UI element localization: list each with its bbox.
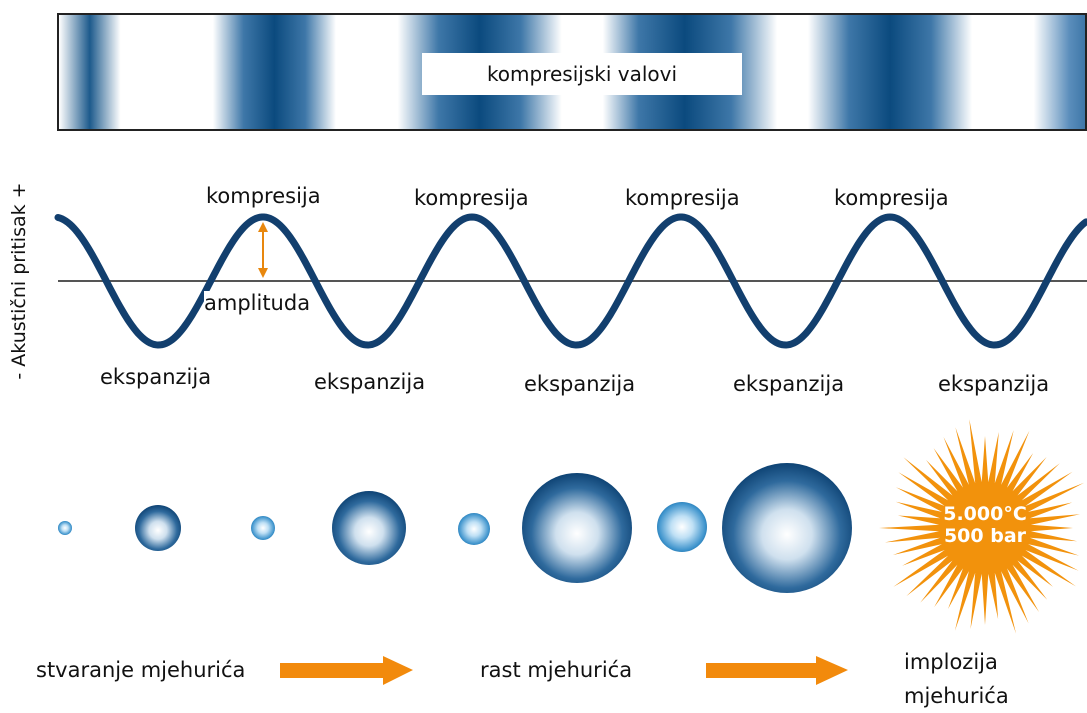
compression-label-3: kompresija <box>625 186 740 210</box>
expansion-label-5: ekspanzija <box>938 372 1050 396</box>
caption-implosion-line1: implozija <box>904 650 998 674</box>
implosion-burst <box>879 419 1085 634</box>
caption-implosion-line2: mjehurića <box>904 684 1009 708</box>
implosion-pressure: 500 bar <box>943 525 1027 547</box>
compression-label-2: kompresija <box>414 186 529 210</box>
implosion-temperature: 5.000°C <box>943 503 1027 525</box>
expansion-label-2: ekspanzija <box>314 370 426 394</box>
bubble-8 <box>722 463 852 593</box>
pressure-wave <box>54 213 1087 349</box>
amplitude-label: amplituda <box>204 291 311 315</box>
bubble-2 <box>135 505 181 551</box>
expansion-label-1: ekspanzija <box>100 365 212 389</box>
compression-waves-band: kompresijski valovi <box>57 13 1087 131</box>
caption-growth: rast mjehurića <box>480 658 633 682</box>
band-label: kompresijski valovi <box>486 62 678 86</box>
bubble-5 <box>458 513 490 545</box>
growth-to-implosion-arrow <box>706 656 848 685</box>
expansion-label-4: ekspanzija <box>733 372 845 396</box>
implosion-text: 5.000°C 500 bar <box>935 503 1035 547</box>
expansion-label-3: ekspanzija <box>524 372 636 396</box>
bubble-3 <box>251 516 275 540</box>
bubble-7 <box>657 502 707 552</box>
bubble-4 <box>332 491 406 565</box>
band-label-box: kompresijski valovi <box>422 53 742 95</box>
compression-label-1: kompresija <box>206 184 321 208</box>
compression-label-4: kompresija <box>834 186 949 210</box>
caption-formation: stvaranje mjehurića <box>36 658 246 682</box>
bubble-6 <box>522 473 632 583</box>
amplitude-arrow <box>258 222 268 278</box>
formation-to-growth-arrow <box>280 656 413 685</box>
bubble-1 <box>58 521 72 535</box>
caption-implosion: implozija mjehurića <box>904 645 1009 713</box>
